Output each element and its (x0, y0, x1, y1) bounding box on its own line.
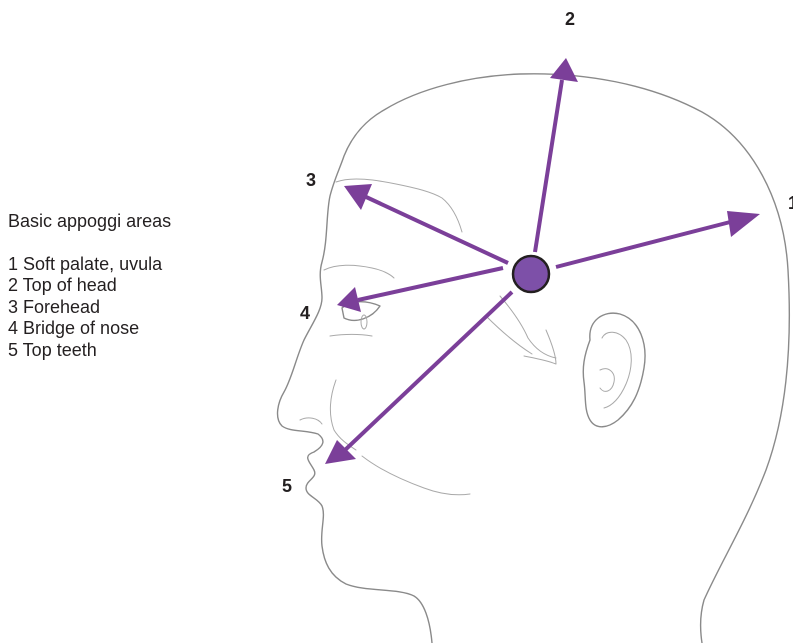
arrows (325, 58, 760, 464)
head-silhouette (278, 74, 790, 643)
legend: Basic appoggi areas 1 Soft palate, uvula… (8, 211, 171, 361)
ear-canal (600, 369, 614, 392)
label-area-4: 4 (300, 303, 310, 323)
center-dot (513, 256, 549, 292)
temple-line (500, 296, 556, 358)
nostril-line (300, 418, 322, 424)
label-area-5: 5 (282, 476, 292, 496)
arrow-number-labels: 1 2 3 4 5 (282, 9, 793, 496)
jaw-line (362, 456, 470, 495)
legend-item-4: 4 Bridge of nose (8, 318, 171, 340)
sideburn-line (524, 330, 556, 364)
legend-title: Basic appoggi areas (8, 211, 171, 233)
arrow-3 (344, 184, 508, 263)
eye-pupil (361, 315, 367, 329)
ear-inner (602, 332, 631, 408)
arrow-2 (535, 58, 578, 252)
cheek-contour (330, 380, 356, 450)
legend-item-1: 1 Soft palate, uvula (8, 254, 171, 276)
legend-item-5: 5 Top teeth (8, 340, 171, 362)
label-area-2: 2 (565, 9, 575, 29)
arrow-1 (556, 211, 760, 267)
legend-item-3: 3 Forehead (8, 297, 171, 319)
under-eye-line (330, 335, 372, 337)
label-area-1: 1 (788, 193, 793, 213)
arrow-4 (337, 268, 503, 312)
label-area-3: 3 (306, 170, 316, 190)
arrow-5 (325, 292, 512, 464)
ear-outer (583, 313, 645, 427)
eyelid-crease (324, 265, 394, 278)
legend-item-2: 2 Top of head (8, 275, 171, 297)
cheekbone-line (486, 316, 532, 354)
head-outline (278, 74, 790, 643)
